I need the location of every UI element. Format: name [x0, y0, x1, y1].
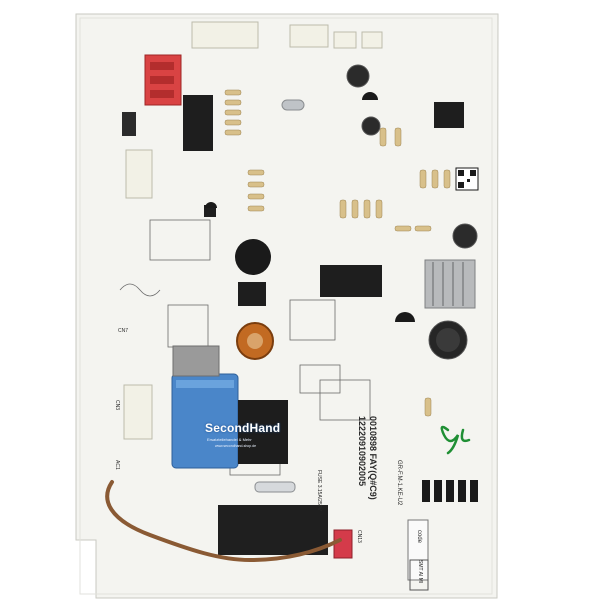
ac-label: AC1: [114, 460, 120, 470]
fuse: [254, 481, 296, 493]
slide-switch: [122, 112, 136, 136]
qr-code: [455, 167, 479, 191]
cn13-label: CN13: [356, 530, 362, 543]
cn3-connector: [123, 384, 153, 440]
diodes: [422, 480, 478, 502]
green-handwriting: [440, 425, 471, 455]
cn7-label: CN7: [118, 328, 129, 334]
smt-label: SMT AI MI: [417, 560, 423, 584]
handwriting-text: gu: [452, 432, 453, 433]
cn13-connector: [333, 529, 353, 559]
cn3-label: CN3: [114, 400, 120, 411]
capacitor-3: [452, 223, 478, 249]
black-relay: [238, 400, 288, 464]
label-box: [407, 519, 429, 581]
code-label: code: [416, 530, 422, 544]
connector-top-1: [191, 21, 259, 49]
part-number-2: 12220910902005: [357, 416, 367, 487]
ic-3: [320, 265, 382, 297]
grey-relay: [172, 345, 220, 377]
ic-2: [434, 102, 464, 128]
connector-top-3: [333, 31, 357, 49]
connector-top-2: [289, 24, 329, 48]
smt-box: [409, 559, 429, 591]
capacitor-1: [346, 64, 370, 88]
fuse-label: FUSE 3.15A/250V: [316, 470, 322, 511]
part-number-1: 0010898 FAY(Q#C9): [368, 416, 378, 500]
capacitor-2: [361, 116, 381, 136]
watermark-title: SecondHand: [205, 421, 281, 435]
model-code: GR-F.M-1.KE-U2: [396, 460, 402, 506]
side-connector: [125, 149, 153, 199]
crystal: [281, 99, 305, 111]
buzzer: [235, 239, 271, 275]
brown-wire: [105, 480, 342, 563]
fuse-relay: [218, 505, 328, 555]
watermark-subtitle: Ersatzteilehandel & Mehr: [207, 437, 252, 442]
ic-1: [183, 95, 213, 151]
connector-top-4: [361, 31, 383, 49]
ic-4: [238, 282, 266, 306]
watermark-website: www.secondhand-shop.de: [215, 444, 257, 448]
